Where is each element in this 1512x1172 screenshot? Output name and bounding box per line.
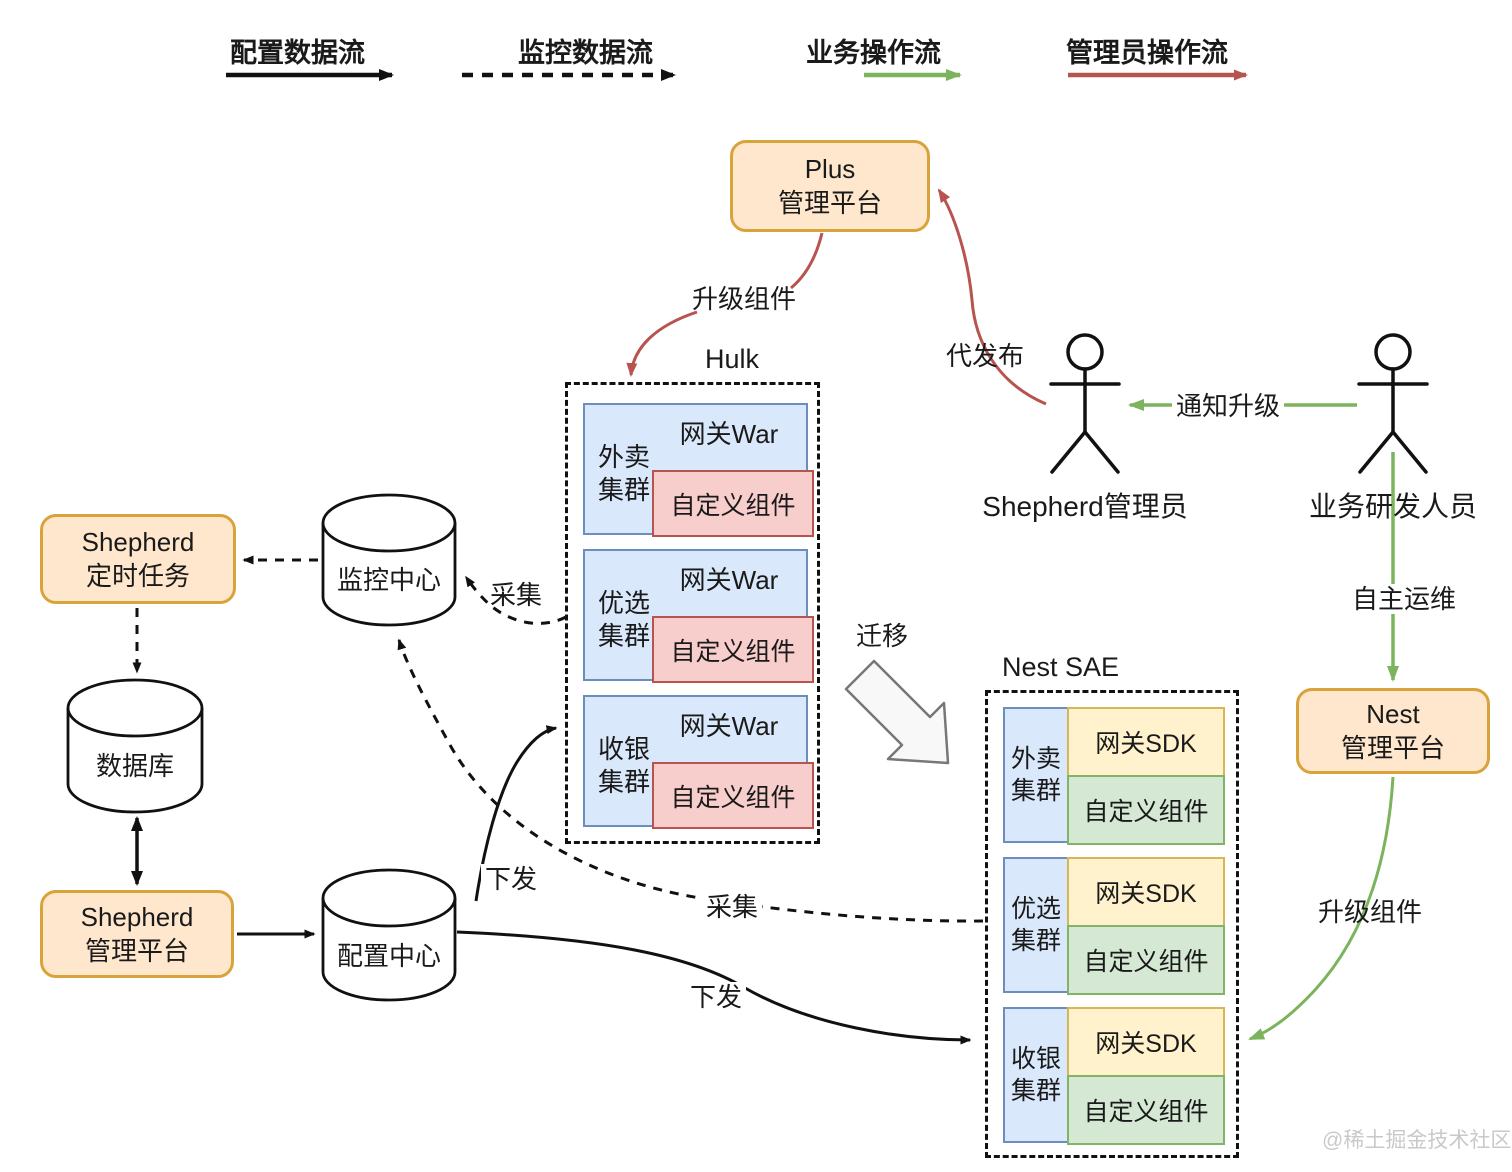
- hulk-youxuan-gateway: 网关War: [679, 565, 779, 595]
- monitor-center-label: 监控中心: [336, 565, 441, 595]
- node-shepherd-platform: Shepherd 管理平台: [40, 890, 234, 978]
- hulk-youxuan-name: 优选集群: [597, 588, 650, 651]
- node-shepherd-timer: Shepherd 定时任务: [40, 514, 236, 604]
- hulk-waimai-name: 外卖集群: [597, 442, 650, 505]
- database-label: 数据库: [95, 751, 174, 781]
- shepherd-admin-figure: [1049, 333, 1121, 474]
- edge-label-proxy-release: 代发布: [946, 341, 1025, 371]
- edge-nest-collect: [397, 638, 984, 923]
- shepherd-admin-label: Shepherd管理员: [982, 491, 1188, 522]
- nest-youxuan-custom: 自定义组件: [1067, 925, 1225, 995]
- nest-shouyin-name: 收银集群: [1003, 1007, 1069, 1143]
- hulk-youxuan-custom: 自定义组件: [652, 616, 814, 683]
- business-dev-label: 业务研发人员: [1308, 491, 1477, 522]
- edge-nest-upgrade: [1248, 776, 1395, 1041]
- hulk-shouyin-name: 收银集群: [597, 734, 650, 797]
- hulk-cluster-waimai: 外卖集群 网关War 自定义组件: [583, 403, 814, 537]
- nest-cluster-youxuan: 优选集群 网关SDK 自定义组件: [1003, 857, 1225, 995]
- nest-shouyin-custom: 自定义组件: [1067, 1075, 1225, 1145]
- edge-admin-to-plus-release: [937, 188, 1047, 406]
- nest-shouyin-gateway: 网关SDK: [1067, 1007, 1225, 1077]
- edge-label-migrate: 迁移: [856, 621, 909, 651]
- database-cylinder: [66, 678, 204, 814]
- hulk-container: [565, 382, 820, 844]
- shepherd-platform-line1: Shepherd: [80, 902, 194, 932]
- config-center-cylinder: [321, 868, 457, 1002]
- legend-business-label: 业务操作流: [806, 38, 941, 68]
- nest-waimai-gateway: 网关SDK: [1067, 707, 1225, 777]
- hulk-waimai-custom: 自定义组件: [652, 470, 814, 537]
- nest-cluster-waimai: 外卖集群 网关SDK 自定义组件: [1003, 707, 1225, 845]
- nest-youxuan-gateway: 网关SDK: [1067, 857, 1225, 927]
- edge-label-collect-nest: 采集: [702, 892, 763, 922]
- edge-label-self-ops: 自主运维: [1348, 584, 1461, 614]
- config-center-label: 配置中心: [336, 941, 441, 971]
- edge-label-collect-hulk: 采集: [490, 580, 543, 610]
- nest-waimai-custom: 自定义组件: [1067, 775, 1225, 845]
- hulk-cluster-shouyin: 收银集群 网关War 自定义组件: [583, 695, 814, 829]
- edge-plus-to-hulk-upgrade-2: [626, 310, 698, 377]
- nest-sae-container: [985, 690, 1239, 1158]
- plus-platform-line2: 管理平台: [777, 188, 882, 218]
- edge-push-to-hulk: [474, 725, 558, 902]
- shepherd-platform-line2: 管理平台: [84, 936, 189, 966]
- edge-label-notify-upgrade: 通知升级: [1172, 391, 1285, 421]
- hulk-shouyin-gateway: 网关War: [679, 711, 779, 741]
- nest-cluster-shouyin: 收银集群 网关SDK 自定义组件: [1003, 1007, 1225, 1145]
- watermark: @稀土掘金技术社区: [1322, 1129, 1512, 1152]
- monitor-center-cylinder: [321, 493, 457, 627]
- business-dev-figure: [1357, 333, 1429, 474]
- legend-admin-label: 管理员操作流: [1066, 38, 1228, 68]
- edge-label-push-up: 下发: [481, 864, 542, 894]
- migrate-block-arrow: [844, 659, 950, 765]
- plus-platform-line1: Plus: [804, 154, 856, 184]
- hulk-shouyin-custom: 自定义组件: [652, 762, 814, 829]
- nest-waimai-name: 外卖集群: [1003, 707, 1069, 843]
- shepherd-timer-line1: Shepherd: [81, 527, 195, 557]
- hulk-title: Hulk: [705, 344, 760, 374]
- edge-label-upgrade-right: 升级组件: [1318, 897, 1423, 927]
- legend-config-label: 配置数据流: [230, 38, 365, 68]
- legend-monitor-label: 监控数据流: [518, 38, 653, 68]
- edge-plus-to-hulk-upgrade: [790, 232, 824, 290]
- hulk-cluster-youxuan: 优选集群 网关War 自定义组件: [583, 549, 814, 683]
- nest-platform-line2: 管理平台: [1340, 733, 1445, 763]
- edge-hulk-collect: [464, 575, 567, 625]
- hulk-waimai-gateway: 网关War: [679, 419, 779, 449]
- nest-sae-title: Nest SAE: [1002, 652, 1120, 682]
- edge-label-push-right: 下发: [686, 982, 747, 1012]
- edge-label-upgrade-left: 升级组件: [692, 284, 797, 314]
- nest-youxuan-name: 优选集群: [1003, 857, 1069, 993]
- shepherd-timer-line2: 定时任务: [85, 561, 190, 591]
- node-nest-platform: Nest 管理平台: [1296, 688, 1490, 774]
- node-plus-platform: Plus 管理平台: [730, 140, 930, 232]
- nest-platform-line1: Nest: [1366, 699, 1420, 729]
